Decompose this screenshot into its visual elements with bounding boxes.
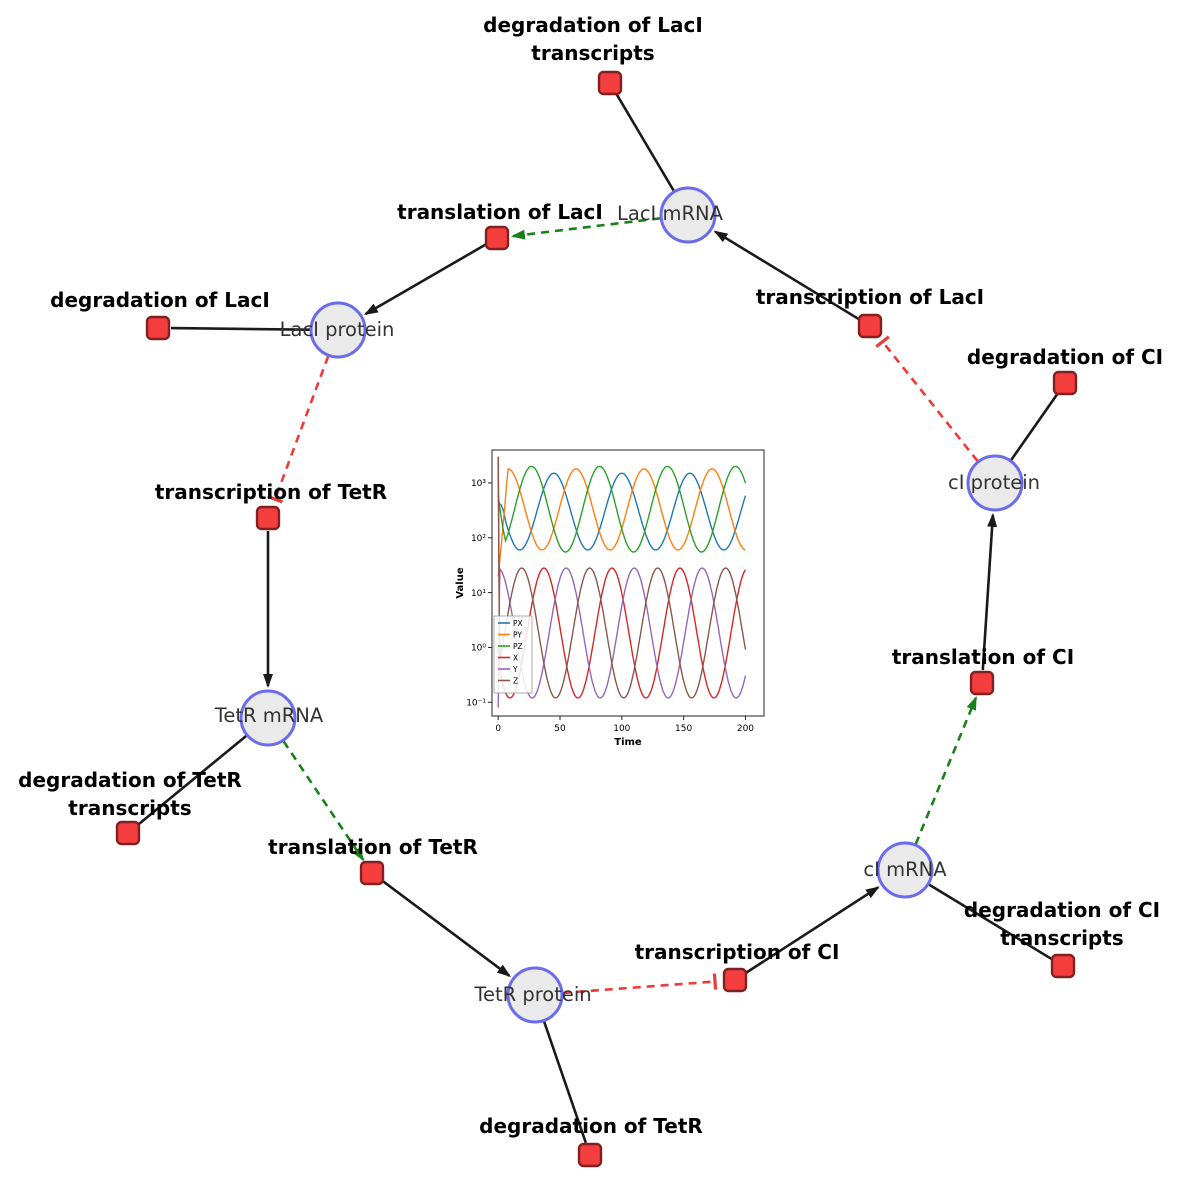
y-tick-label: 10⁰ (471, 644, 486, 654)
reaction-label-deg_TetR_transcripts: transcripts (68, 796, 191, 820)
species-node-LacI_protein (309, 301, 367, 359)
species-label-cI_protein: cI protein (948, 471, 1040, 494)
species-node-cI_mRNA (876, 841, 934, 899)
species-node-TetR_protein (506, 966, 564, 1024)
edge-modifier-LacI_mRNA-tl_LacI (510, 217, 661, 240)
edge-modifier-cI_mRNA-tl_CI (914, 695, 978, 845)
reaction-node-deg_TetR_transcripts (115, 820, 141, 846)
y-tick-label: 10² (471, 534, 486, 544)
species-label-TetR_protein: TetR protein (473, 983, 591, 1006)
edge-production-tl_CI-cI_protein (981, 512, 998, 671)
reaction-node-deg_LacI (145, 315, 171, 341)
legend-label-X: X (513, 653, 518, 662)
y-tick-label: 10⁻¹ (466, 698, 486, 708)
edge-modifier-TetR_mRNA-tl_TetR (282, 740, 365, 862)
x-tick-label: 200 (737, 724, 754, 734)
x-tick-label: 50 (554, 724, 566, 734)
series-curve-PZ (497, 465, 747, 553)
legend-label-Z: Z (513, 676, 518, 685)
x-tick-label: 150 (675, 724, 692, 734)
reaction-label-tl_CI: translation of CI (892, 645, 1074, 669)
edge-inhibition-TetR_protein-tx_CI (562, 973, 718, 995)
reaction-label-deg_LacI_transcripts: degradation of LacI (483, 13, 703, 37)
species-node-cI_protein (966, 454, 1024, 512)
y-axis-label: Value (455, 567, 466, 598)
y-tick-label: 10¹ (471, 589, 486, 599)
edge-consumption-cI_protein-deg_CI (1010, 392, 1059, 461)
legend-label-PZ: PZ (513, 642, 523, 651)
edge-consumption-cI_mRNA-deg_CI_transcripts (928, 883, 1053, 961)
legend-label-Y: Y (512, 665, 518, 674)
reaction-label-deg_LacI: degradation of LacI (50, 288, 270, 312)
reaction-node-deg_LacI_transcripts (597, 70, 623, 96)
reaction-node-deg_CI (1052, 370, 1078, 396)
reaction-label-deg_CI_transcripts: transcripts (1000, 926, 1123, 950)
reaction-label-tl_LacI: translation of LacI (397, 200, 603, 224)
edge-consumption-LacI_mRNA-deg_LacI_transcripts (615, 93, 675, 192)
reaction-node-tl_LacI (484, 225, 510, 251)
edge-production-tx_CI-cI_mRNA (745, 886, 880, 974)
edge-production-tl_TetR-TetR_protein (381, 879, 512, 977)
legend-label-PX: PX (513, 619, 523, 628)
series-curve-Z (497, 456, 747, 699)
reaction-node-tx_CI (722, 967, 748, 993)
species-node-TetR_mRNA (239, 689, 297, 747)
reaction-node-tl_CI (969, 670, 995, 696)
species-label-LacI_mRNA: LacI mRNA (617, 202, 724, 225)
species-node-LacI_mRNA (659, 186, 717, 244)
reaction-label-deg_TetR: degradation of TetR (479, 1114, 703, 1138)
edge-inhibition-LacI_protein-tx_TetR (266, 355, 330, 504)
series-curve-PX (497, 472, 747, 551)
reaction-label-tl_TetR: translation of TetR (268, 835, 478, 859)
reaction-label-tx_CI: transcription of CI (635, 940, 840, 964)
reaction-label-deg_CI_transcripts: degradation of CI (964, 898, 1160, 922)
edge-inhibition-cI_protein-tx_LacI (875, 335, 979, 462)
x-tick-label: 100 (613, 724, 630, 734)
edge-consumption-LacI_protein-deg_LacI (170, 326, 311, 331)
reaction-node-deg_CI_transcripts (1050, 953, 1076, 979)
reaction-label-deg_TetR_transcripts: degradation of TetR (18, 768, 242, 792)
species-label-TetR_mRNA: TetR mRNA (214, 704, 324, 727)
reaction-label-deg_CI: degradation of CI (967, 345, 1163, 369)
reaction-label-tx_TetR: transcription of TetR (155, 480, 387, 504)
edge-production-tl_LacI-LacI_protein (363, 243, 487, 316)
series-curve-Y (497, 567, 747, 708)
y-tick-label: 10³ (471, 479, 486, 489)
reaction-node-deg_TetR (577, 1142, 603, 1168)
edge-production-tx_LacI-LacI_mRNA (713, 230, 860, 321)
reaction-node-tl_TetR (359, 860, 385, 886)
species-label-LacI_protein: LacI protein (280, 318, 395, 341)
reaction-label-tx_LacI: transcription of LacI (756, 285, 984, 309)
edge-consumption-TetR_mRNA-deg_TetR_transcripts (137, 734, 248, 826)
species-label-cI_mRNA: cI mRNA (863, 858, 947, 881)
edge-consumption-TetR_protein-deg_TetR (542, 1021, 588, 1144)
series-curve-X (497, 456, 747, 699)
reaction-node-tx_TetR (255, 505, 281, 531)
x-axis-label: Time (614, 737, 642, 748)
reaction-node-tx_LacI (857, 313, 883, 339)
x-tick-label: 0 (495, 724, 501, 734)
reaction-label-deg_LacI_transcripts: transcripts (531, 41, 654, 65)
legend-label-PY: PY (513, 630, 522, 639)
